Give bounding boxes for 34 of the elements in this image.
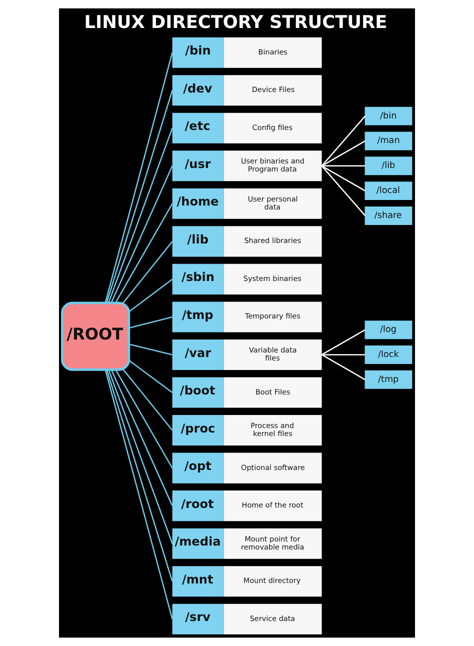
node-box: /share (364, 206, 412, 225)
node-box: /man (364, 132, 412, 150)
connector (321, 140, 366, 166)
connector (321, 329, 366, 356)
connector (106, 90, 173, 304)
connector (321, 116, 366, 166)
connector (104, 52, 173, 304)
node-box: /local (364, 182, 412, 200)
node-box: /ROOT (61, 302, 130, 371)
connector (122, 369, 173, 431)
connector (110, 370, 173, 506)
connector (321, 165, 366, 216)
connector (322, 354, 366, 356)
connector (321, 354, 366, 380)
connector (128, 316, 172, 329)
node-box: /lib (364, 156, 412, 176)
connector (106, 370, 173, 582)
node-box: /lock (364, 346, 412, 364)
connector (322, 165, 366, 167)
connector (122, 241, 173, 304)
connector (110, 166, 173, 304)
connector (115, 370, 173, 468)
connector (108, 370, 173, 544)
connector (128, 360, 173, 394)
connector (321, 165, 366, 192)
node-box: /bin (364, 106, 412, 126)
diagram-title: LINUX DIRECTORY STRUCTURE (84, 13, 388, 34)
node-box: /log (364, 320, 412, 340)
connector (108, 128, 173, 304)
connector (128, 344, 172, 356)
connector (104, 370, 173, 620)
connector (114, 203, 173, 304)
connector (128, 278, 173, 312)
node-box: /tmp (364, 370, 412, 389)
